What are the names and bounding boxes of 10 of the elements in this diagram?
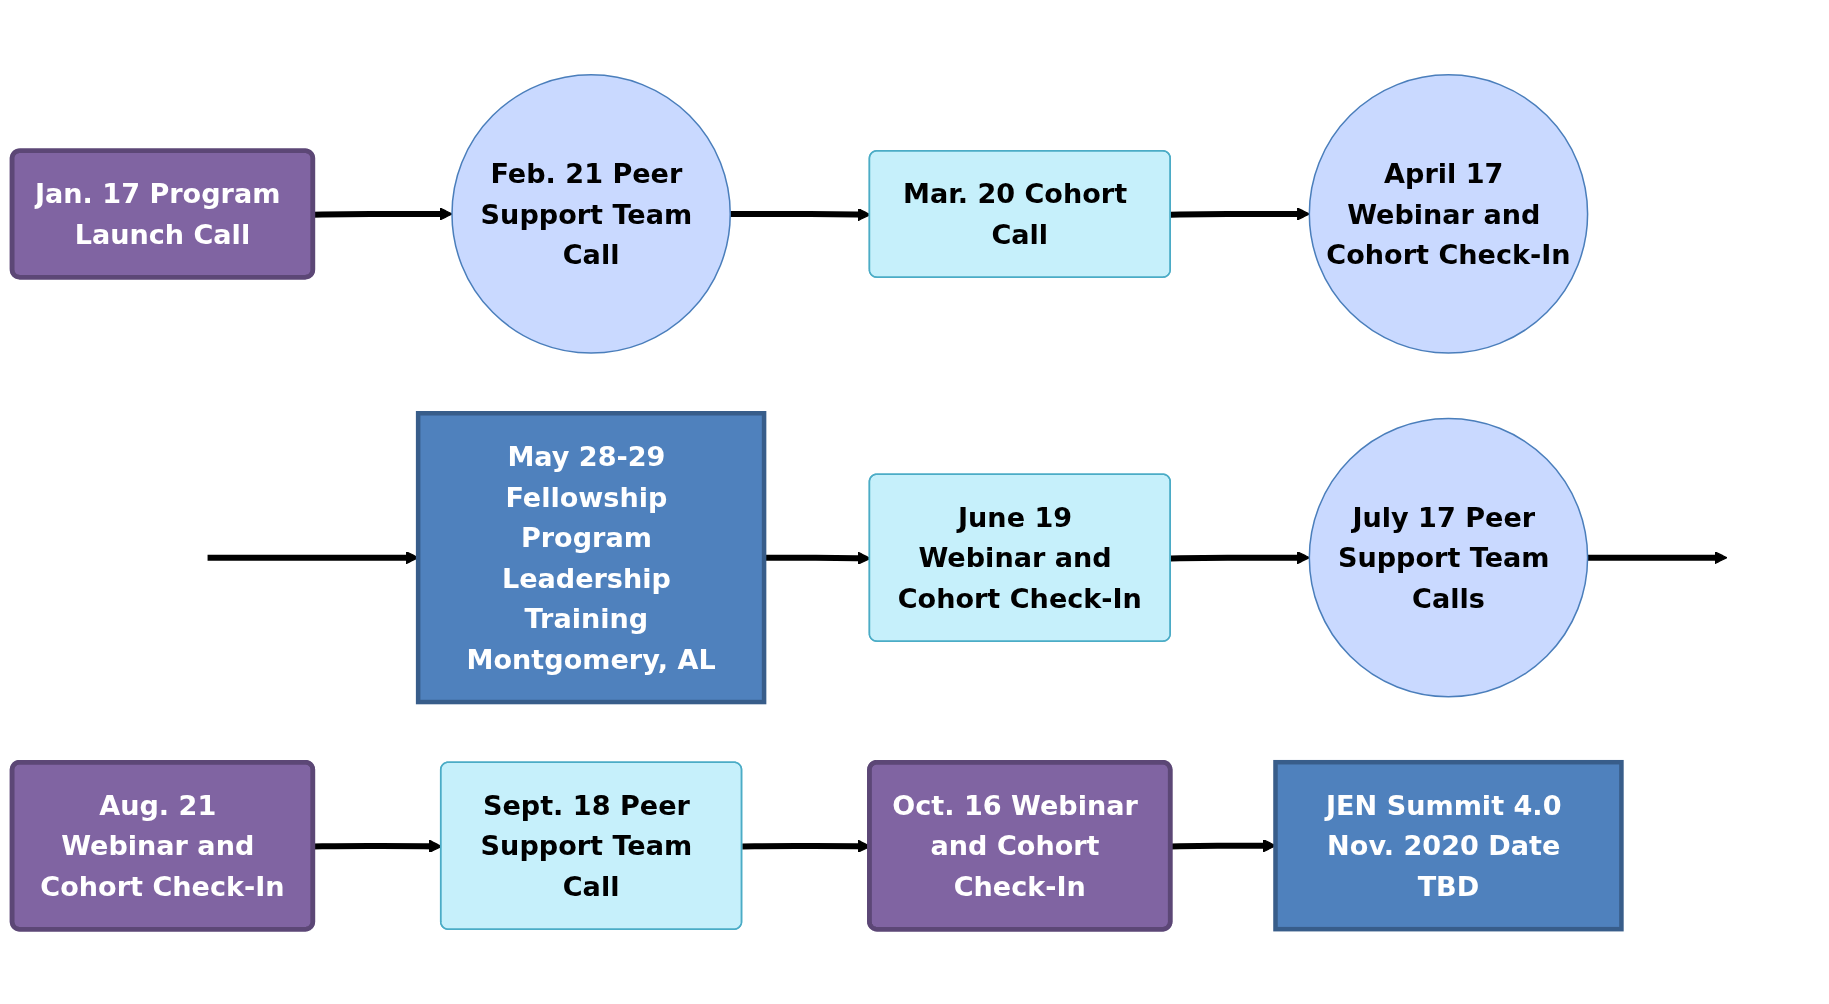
arrow [764,551,871,565]
node-circle: April 17 Webinar and Cohort Check-In [1308,74,1589,354]
node-box: May 28-29 Fellowship Program Leadership Training Montgomery, AL [415,411,767,705]
arrow [1170,207,1310,221]
arrow [1587,551,1728,565]
node-circle: July 17 Peer Support Team Calls [1308,417,1589,698]
node-circle: Feb. 21 Peer Support Team Call [451,74,731,354]
node-box: JEN Summit 4.0 Nov. 2020 Date TBD [1273,759,1624,932]
arrow [1170,551,1310,565]
arrow [313,207,453,221]
